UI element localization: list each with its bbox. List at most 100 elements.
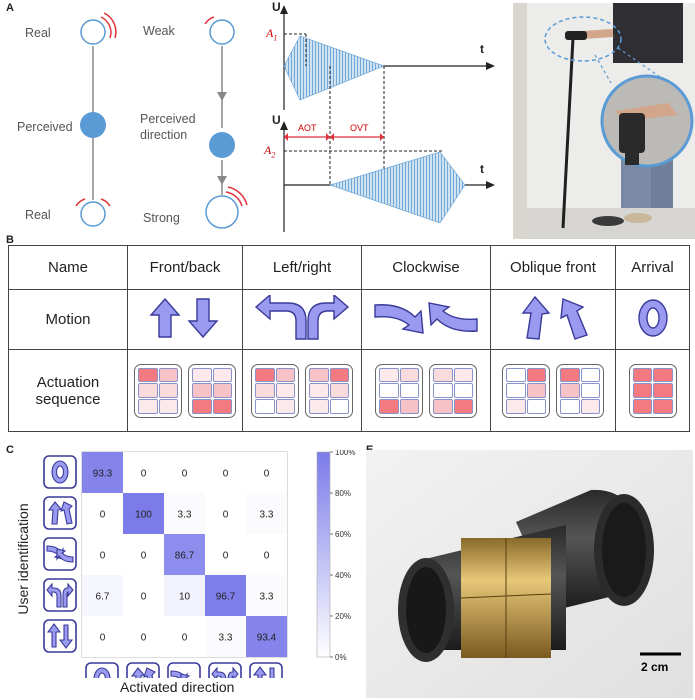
- row-clockwise-icon-shape: [56, 548, 74, 563]
- matrix-cell: [205, 493, 246, 534]
- matrix-cell: [246, 493, 287, 534]
- matrix-cell-label: 0: [141, 469, 147, 480]
- label-perceived: Perceived: [17, 120, 73, 134]
- matrix-cell-label: 3.3: [178, 510, 192, 521]
- actuation-cell: [275, 383, 295, 398]
- matrix-cell-label: 0: [141, 592, 147, 603]
- colorbar: [316, 451, 331, 658]
- actuation-cell: [158, 398, 178, 414]
- actuation-oblique-front: [490, 349, 616, 432]
- header-front-back: Front/back: [127, 245, 243, 290]
- matrix-cell: [123, 616, 164, 657]
- row-label-actuation: Actuation sequence: [8, 349, 128, 432]
- actuation-cell: [560, 367, 580, 383]
- row-arrival-icon-hole: [55, 465, 65, 479]
- matrix-cell: [82, 534, 123, 575]
- ovt-label: OVT: [350, 123, 369, 133]
- matrix-cell: [164, 452, 205, 493]
- actuation-clockwise: [361, 349, 491, 432]
- row-left-right-icon-shape: [62, 582, 74, 608]
- growing-waveform: [329, 151, 466, 224]
- header-clockwise: Clockwise: [361, 245, 491, 290]
- matrix-cell-label: 0: [100, 510, 106, 521]
- a2-label: A2: [264, 143, 276, 160]
- col-oblique-front-icon-shape: [130, 667, 145, 678]
- matrix-cell-label: 0: [100, 551, 106, 562]
- matrix-cell: [164, 493, 205, 534]
- actuation-cell: [329, 398, 349, 414]
- matrix-cell-label: 96.7: [216, 592, 236, 603]
- actuation-grid: [305, 363, 353, 418]
- col-arrival-icon-hole: [97, 672, 107, 678]
- matrix-cell-label: 3.3: [260, 592, 274, 603]
- t-axis-label-bottom: t: [480, 162, 484, 176]
- matrix-cell: [246, 616, 287, 657]
- motion-arrival: [615, 289, 690, 350]
- row-front-back-icon-shape: [58, 624, 74, 649]
- actuation-left-right: [242, 349, 362, 432]
- perceived-direction-circle: [209, 132, 235, 158]
- actuation-cell: [580, 367, 600, 383]
- actuation-cell: [212, 383, 232, 398]
- y-axis-label: User identification: [15, 503, 31, 615]
- perception-diagram: [75, 12, 248, 229]
- handle-device-photo: [366, 450, 693, 698]
- actuation-cell: [379, 367, 399, 383]
- row-left-right-icon-shape: [46, 582, 62, 608]
- colorbar-tick-label: 40%: [335, 571, 351, 580]
- label-real-bottom: Real: [25, 208, 51, 222]
- actuation-cell: [653, 383, 673, 398]
- matrix-cell-label: 93.3: [93, 469, 113, 480]
- actuation-cell: [580, 383, 600, 398]
- matrix-cell-label: 6.7: [96, 592, 110, 603]
- matrix-cell-label: 0: [223, 510, 229, 521]
- matrix-cell: [205, 452, 246, 493]
- matrix-cell: [205, 575, 246, 616]
- header-name: Name: [8, 245, 128, 290]
- col-left-right-icon-shape: [227, 666, 239, 678]
- actuation-cell: [399, 383, 419, 398]
- header-arrival: Arrival: [615, 245, 690, 290]
- actuation-cell: [275, 367, 295, 383]
- actuation-cell: [433, 398, 453, 414]
- row-front-back-icon-shape: [46, 623, 62, 648]
- header-oblique-front: Oblique front: [490, 245, 616, 290]
- matrix-cell-label: 0: [223, 469, 229, 480]
- waveform-diagram: [280, 5, 495, 232]
- label-real-top: Real: [25, 26, 51, 40]
- matrix-cell-label: 0: [264, 551, 270, 562]
- actuation-cell: [580, 398, 600, 414]
- actuation-cell: [275, 398, 295, 414]
- matrix-cell-label: 10: [179, 592, 191, 603]
- actuation-cell: [309, 398, 329, 414]
- col-clockwise-icon-shape: [180, 673, 191, 678]
- matrix-cell-label: 0: [223, 551, 229, 562]
- actuation-cell: [379, 398, 399, 414]
- matrix-cell-label: 100: [135, 510, 152, 521]
- aot-label: AOT: [298, 123, 317, 133]
- oblique-front-arrows-icon: [521, 295, 588, 340]
- col-front-back-icon: [249, 662, 283, 678]
- actuation-grid: [134, 363, 182, 418]
- colorbar-tick-label: 0%: [335, 653, 347, 662]
- actuation-cell: [255, 367, 275, 383]
- actuation-cell: [158, 367, 178, 383]
- colorbar-tick-label: 20%: [335, 612, 351, 621]
- row-front-back-icon: [43, 619, 77, 653]
- table-row-motion: Motion: [8, 289, 690, 350]
- actuation-grid: [628, 363, 677, 418]
- actuation-cell: [526, 398, 546, 414]
- y-axis-label-wrap: User identification: [14, 465, 34, 655]
- motion-oblique-front: [490, 289, 616, 350]
- motion-left-right: [242, 289, 362, 350]
- col-front-back-icon-shape: [269, 667, 275, 678]
- matrix-cell-label: 3.3: [219, 633, 233, 644]
- col-front-back-icon-shape: [252, 666, 268, 678]
- actuation-cell: [653, 367, 673, 383]
- matrix-cell: [164, 575, 205, 616]
- colorbar-tick-label: 60%: [335, 530, 351, 539]
- matrix-cell-label: 93.4: [257, 633, 277, 644]
- col-left-right-icon-shape: [211, 666, 227, 678]
- motion-table: Name Front/back Left/right Clockwise Obl…: [8, 245, 690, 432]
